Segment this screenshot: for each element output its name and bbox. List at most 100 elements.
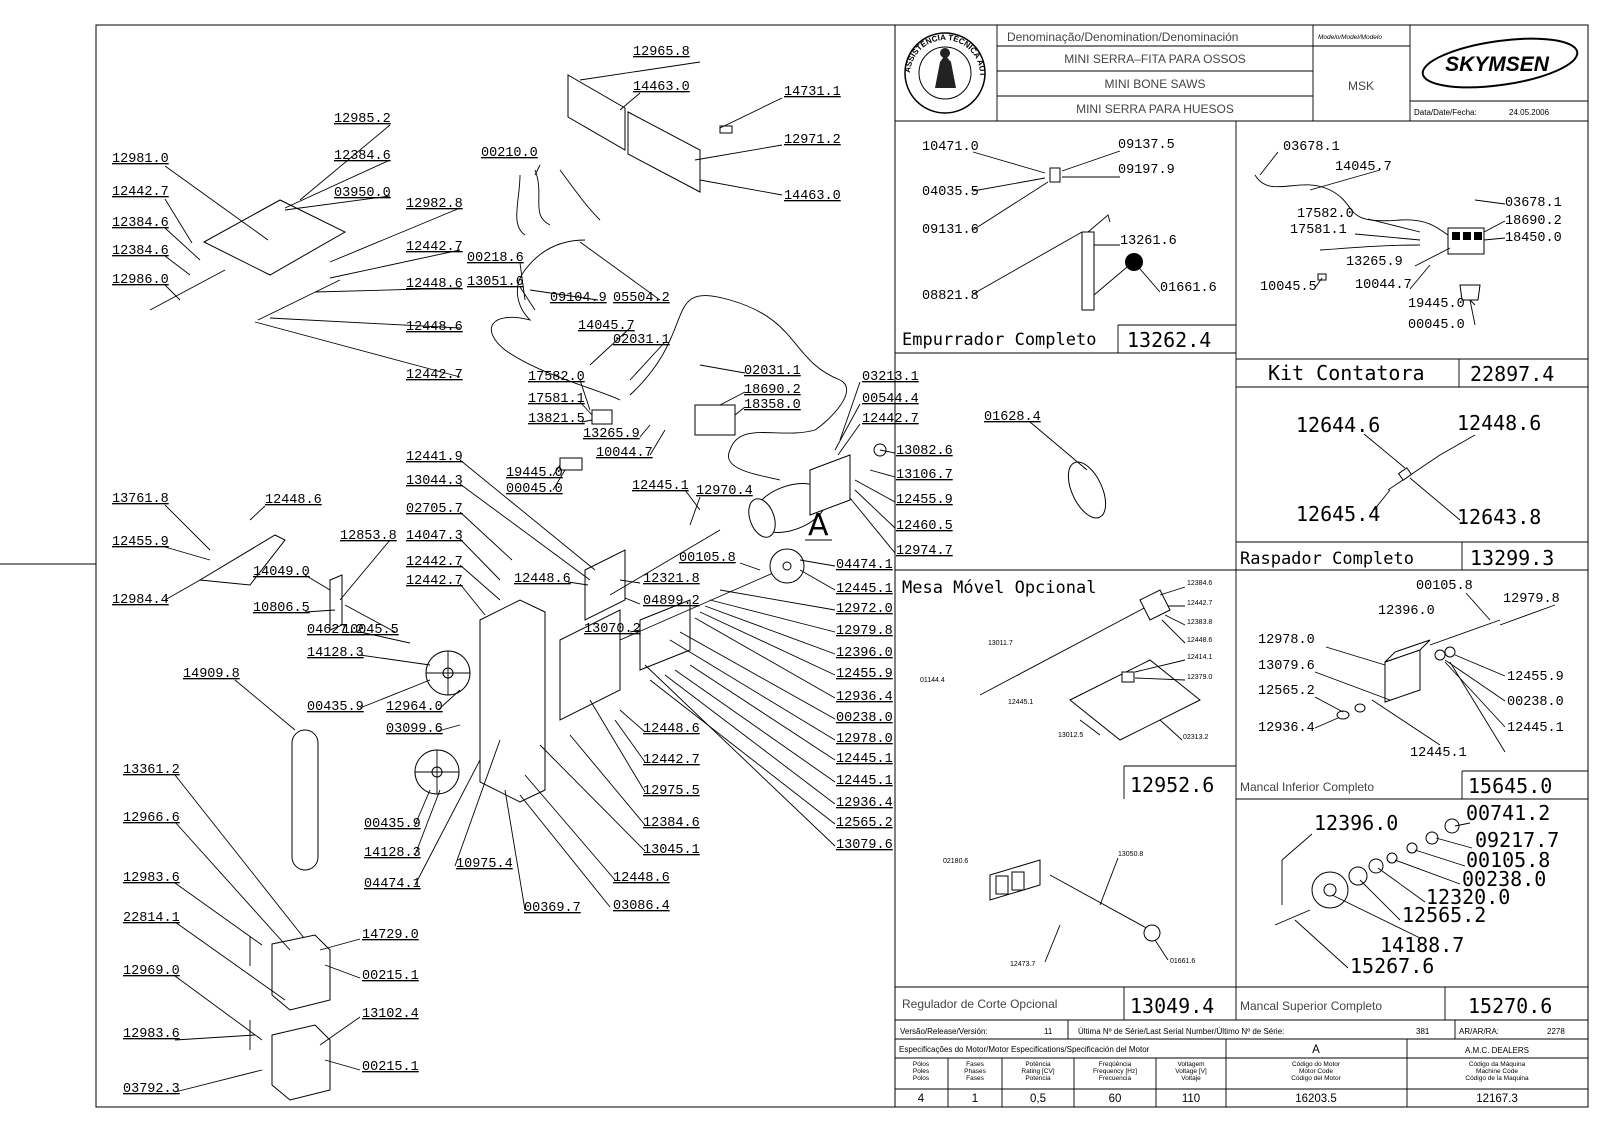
part-label: 04474.1	[836, 558, 893, 573]
subassembly-mobile-table: Mesa Móvel Opcional 12952.6 12384.6 1244…	[902, 578, 1236, 799]
part-label: 12396.0	[1378, 604, 1435, 619]
leader-line	[674, 669, 836, 783]
leader-line	[799, 569, 836, 591]
part-label: 03792.3	[123, 1082, 180, 1097]
leader-line	[359, 654, 431, 666]
spec-columns: PólosPolesPolos4FasesPhasesFases1Potênci…	[913, 1061, 1529, 1105]
detail-mark: A	[808, 508, 829, 543]
leader-line	[579, 61, 701, 81]
part-label: 12964.0	[386, 700, 443, 715]
part-label: 12853.8	[340, 529, 397, 544]
part-label: 09137.5	[1118, 138, 1175, 153]
spec-column-value: 4	[918, 1093, 925, 1105]
part-label: 12442.7	[406, 555, 463, 570]
spec-column-label: Frequency [Hz]	[1093, 1068, 1137, 1075]
part-label: 12565.2	[836, 816, 893, 831]
part-label: 00544.4	[862, 392, 919, 407]
part-label: 12979.8	[1503, 592, 1560, 607]
name-pt: MINI SERRA–FITA PARA OSSOS	[1064, 52, 1246, 66]
part-label: 12966.6	[123, 811, 180, 826]
spec-column-label: Voltage [V]	[1175, 1068, 1207, 1075]
part-label: 12473.7	[1010, 961, 1035, 968]
leader-line	[709, 599, 836, 633]
part-label: 12455.9	[836, 667, 893, 682]
leader-line	[249, 505, 266, 521]
spec-column-label: Voltaje	[1181, 1075, 1201, 1082]
part-label: 04035.5	[922, 185, 979, 200]
part-label: 14729.0	[362, 928, 419, 943]
part-label: 17582.0	[1297, 207, 1354, 222]
scraper-title: Raspador Completo	[1240, 549, 1414, 569]
contactor-code: 22897.4	[1470, 362, 1554, 386]
part-label: 12455.9	[1507, 670, 1564, 685]
leader-line	[304, 609, 336, 613]
spec-column-label: Potência	[1025, 1061, 1051, 1068]
part-label: 00238.0	[1462, 867, 1546, 891]
part-label: 13051.6	[467, 275, 524, 290]
part-label: 12442.7	[406, 574, 463, 589]
part-label: 01628.4	[984, 410, 1041, 425]
part-label: 12983.6	[123, 871, 180, 886]
part-label: 10044.7	[1355, 278, 1412, 293]
part-label: 12383.8	[1187, 619, 1212, 626]
leader-line	[552, 464, 561, 477]
leader-line	[164, 546, 211, 561]
part-label: 12448.6	[265, 493, 322, 508]
leader-line	[437, 724, 461, 732]
leader-line	[459, 483, 591, 581]
date-label: Data/Date/Fecha:	[1414, 108, 1477, 117]
part-label: 13761.8	[112, 492, 169, 507]
version-value: 11	[1044, 1027, 1053, 1036]
part-label: 00741.2	[1466, 801, 1550, 825]
part-label: 12448.6	[514, 572, 571, 587]
spec-column-label: Frecuencia	[1099, 1075, 1132, 1082]
part-label: 12442.7	[862, 412, 919, 427]
brand-name: SKYMSEN	[1445, 53, 1550, 76]
part-label: 13070.2	[584, 622, 641, 637]
leader-line	[669, 639, 836, 741]
part-label: 10044.7	[596, 446, 653, 461]
leader-line	[644, 664, 836, 847]
part-label: 12970.4	[696, 484, 753, 499]
part-label: 12448.6	[613, 871, 670, 886]
spec-column-label: Machine Code	[1476, 1068, 1518, 1075]
leader-line	[689, 664, 836, 761]
leader-line	[459, 459, 596, 571]
mobile-table-code: 12952.6	[1130, 773, 1214, 797]
part-label: 01661.6	[1170, 958, 1195, 965]
part-label: 12445.1	[1410, 746, 1467, 761]
part-label: 04627.2	[307, 623, 364, 638]
part-label: 00215.1	[362, 1060, 419, 1075]
leader-line	[414, 789, 441, 856]
leader-line	[174, 921, 286, 1001]
spec-column-label: Potencia	[1025, 1075, 1051, 1082]
spec-column-value: 110	[1182, 1093, 1200, 1105]
leader-line	[1029, 421, 1088, 471]
leader-line	[534, 164, 541, 176]
leader-line	[459, 511, 513, 561]
leader-line	[719, 589, 836, 611]
leader-line	[879, 449, 896, 454]
leader-line	[684, 489, 701, 511]
model-header: Modelo/Model/Modelo	[1318, 34, 1382, 41]
part-label: 13265.9	[1346, 255, 1403, 270]
part-label: 04899.2	[643, 594, 700, 609]
leader-line	[319, 938, 361, 951]
cut-regulator-code: 13049.4	[1130, 994, 1214, 1018]
part-label: 14049.0	[253, 565, 310, 580]
leader-line	[164, 579, 201, 601]
leader-line	[414, 789, 431, 826]
leader-line	[629, 341, 666, 381]
leader-line	[664, 674, 836, 805]
part-label: 03213.1	[862, 370, 919, 385]
part-label: 02031.1	[744, 364, 801, 379]
part-label: 12448.6	[1457, 411, 1541, 435]
subassembly-upper-bearing: Mancal Superior Completo 15270.6 00741.2…	[1240, 801, 1559, 1020]
part-label: 12445.1	[836, 582, 893, 597]
leader-line	[284, 159, 391, 209]
part-label: 03099.6	[386, 722, 443, 737]
lower-bearing-title: Mancal Inferior Completo	[1240, 780, 1374, 794]
leader-line	[164, 284, 181, 301]
part-label: 13012.5	[1058, 732, 1083, 739]
spec-column-label: Phases	[964, 1068, 986, 1075]
